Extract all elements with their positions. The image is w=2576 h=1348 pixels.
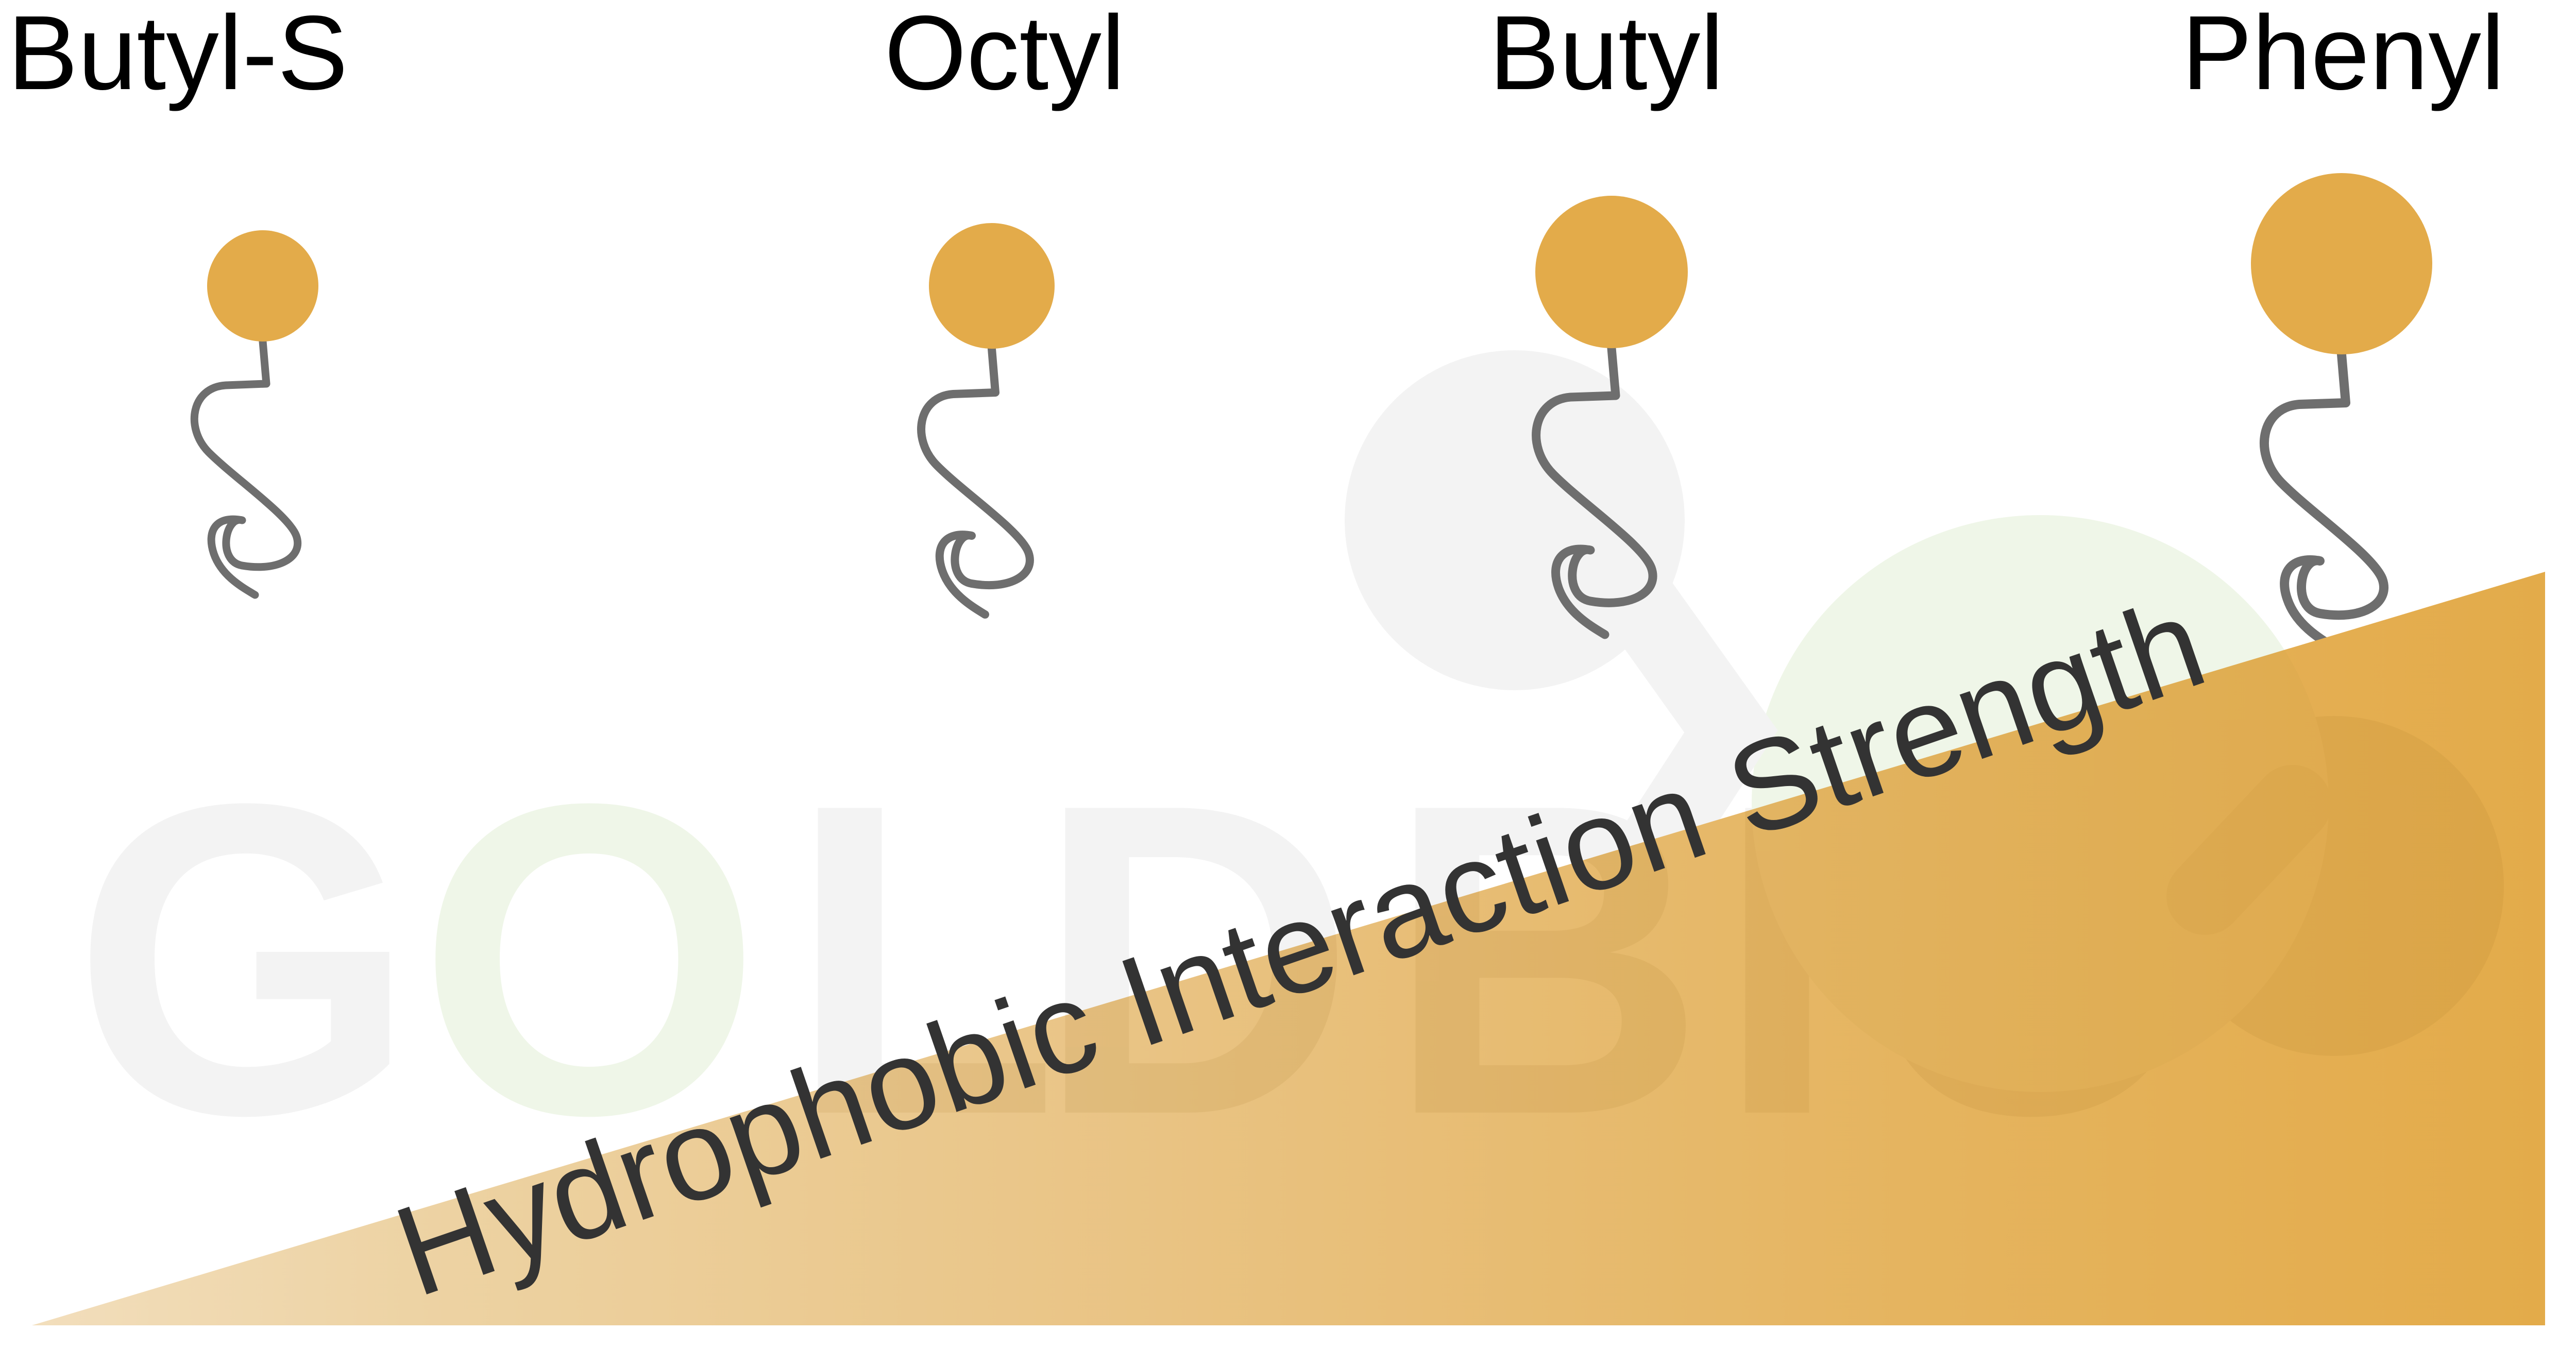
hydrophobicity-gradient-wedge xyxy=(32,572,2545,1325)
ligand-glyph-butyl-s xyxy=(190,230,318,599)
ligand-tail-octyl xyxy=(917,345,1034,619)
ligand-head-phenyl xyxy=(2251,173,2432,354)
ligand-label-phenyl: Phenyl xyxy=(2181,0,2505,112)
watermark-wedge-connector xyxy=(2166,765,2331,935)
watermark-letter-g: G xyxy=(72,712,448,1207)
ligand-label-butyl: Butyl xyxy=(1489,0,1724,112)
ligand-head-butyl-s xyxy=(207,230,318,342)
ligand-glyph-octyl xyxy=(917,223,1055,619)
ligand-head-octyl xyxy=(929,223,1055,349)
ligand-tail-butyl-s xyxy=(190,337,302,599)
ligand-head-butyl xyxy=(1535,196,1688,348)
watermark-wedge-registered: ® xyxy=(2210,825,2366,1015)
ligand-glyph-phenyl xyxy=(2251,173,2432,652)
ligand-glyph-butyl xyxy=(1532,196,1688,639)
watermark-wedge-circle xyxy=(2164,716,2504,1056)
ligand-tail-butyl xyxy=(1532,344,1657,639)
watermark-wedge-letter-o2: O xyxy=(1860,712,2235,1207)
ligand-label-butyl-s: Butyl-S xyxy=(7,0,348,112)
ligand-label-octyl: Octyl xyxy=(884,0,1125,112)
ligand-tail-phenyl xyxy=(2260,350,2388,652)
